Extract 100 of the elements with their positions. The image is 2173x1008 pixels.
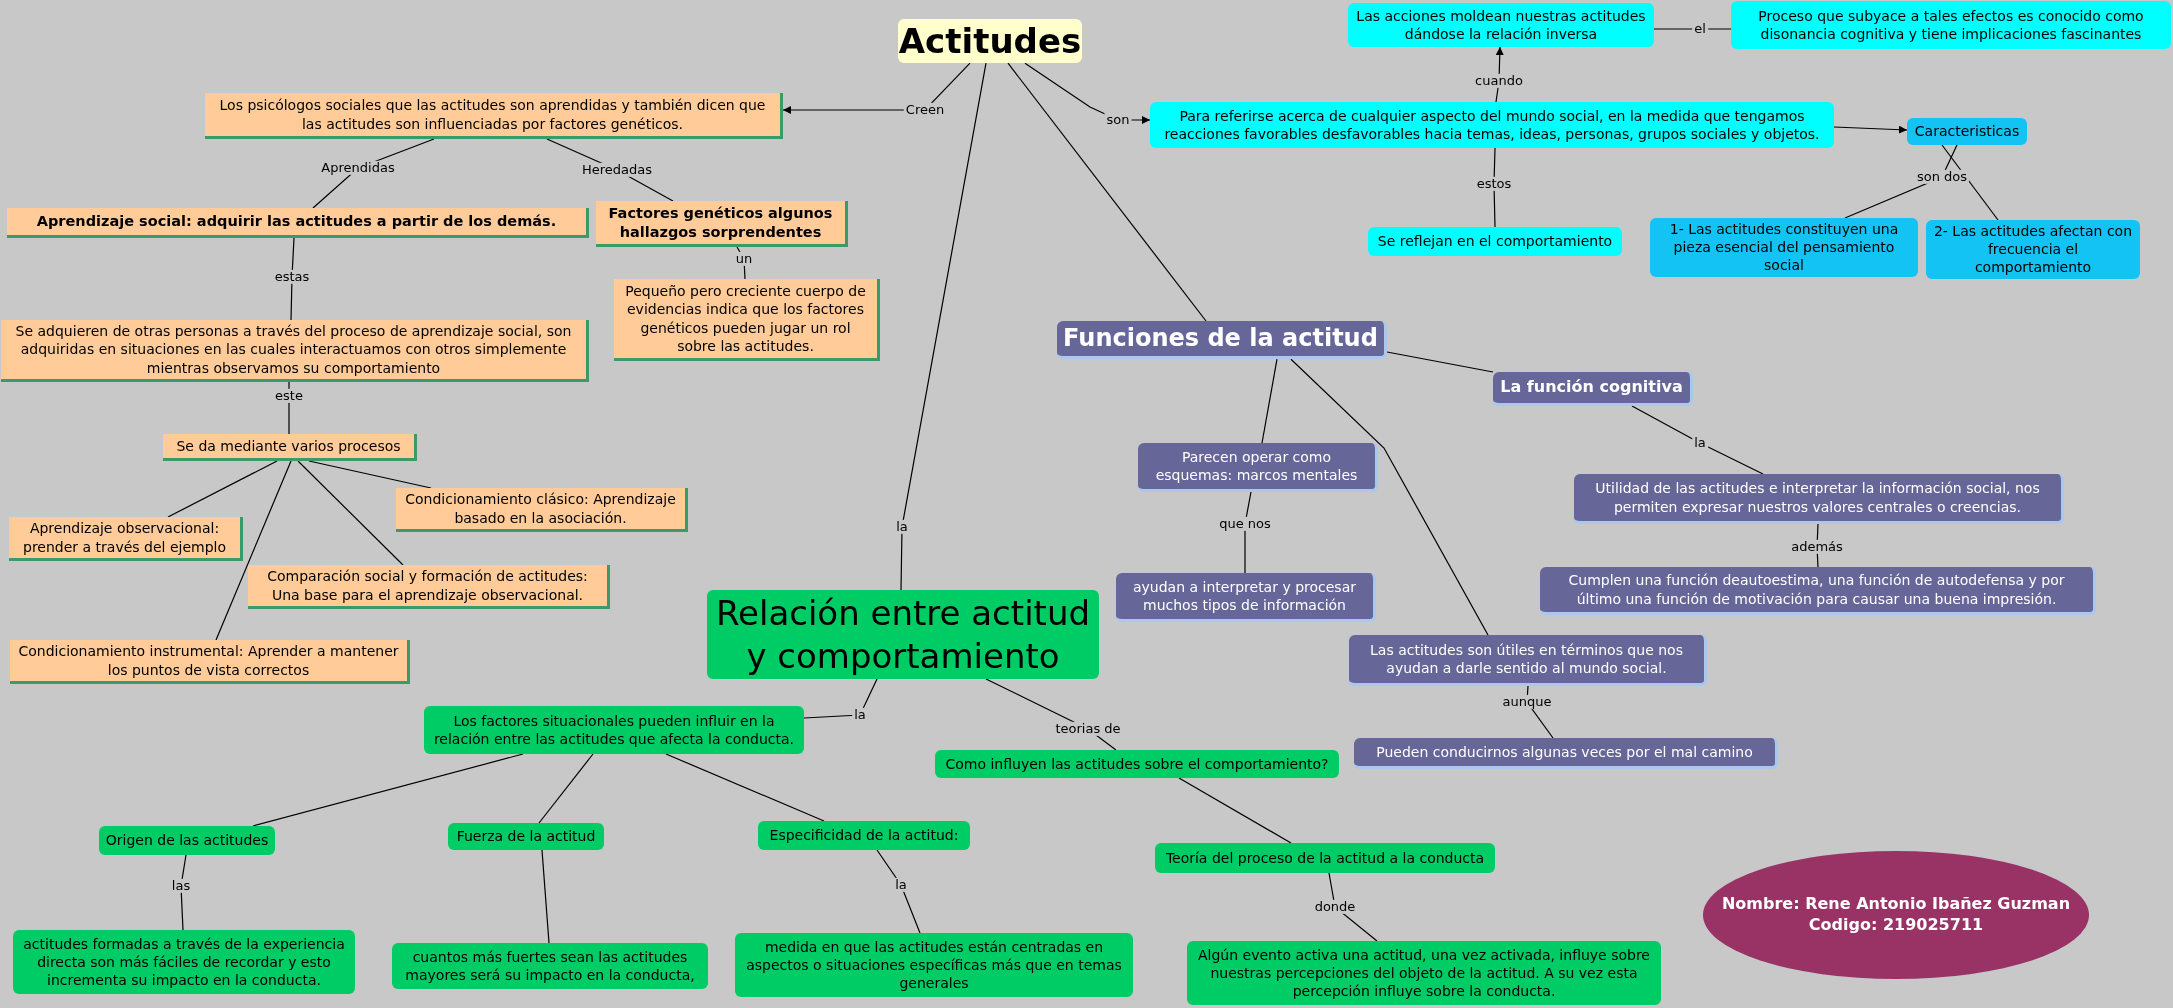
connector-line bbox=[803, 678, 878, 719]
concept-text: Nombre: Rene Antonio Ibañez Guzman bbox=[1721, 894, 2071, 915]
concept-box bbox=[248, 565, 610, 609]
concept-text: Caracteristicas bbox=[1914, 122, 2020, 141]
concept-text: Para referirse acerca de cualquier aspecto del mundo social, en la medida que tengamos reacciones favorables desfavorables hacia temas, ideas, personas, grupos sociales y objetos. bbox=[1163, 106, 1821, 144]
edge-label: aunque bbox=[1500, 694, 1554, 710]
concept-box bbox=[1349, 635, 1707, 686]
edge-label: estas bbox=[272, 269, 312, 285]
connector-line bbox=[1941, 144, 1999, 221]
concept-box bbox=[13, 930, 355, 994]
concept-text: Como influyen las actitudes sobre el comportamiento? bbox=[945, 754, 1329, 774]
concept-text: medida en que las actitudes están centradas en aspectos o situaciones específicas más que en temas generales bbox=[745, 937, 1123, 993]
concept-box bbox=[1907, 118, 2027, 145]
connector-line bbox=[736, 246, 746, 280]
concept-box bbox=[448, 823, 604, 850]
edge-label: un bbox=[733, 251, 755, 267]
concept-box bbox=[392, 943, 708, 989]
concept-text: Teoría del proceso de la actitud a la conducta bbox=[1165, 848, 1485, 868]
concept-box bbox=[1187, 941, 1661, 1005]
connector-line bbox=[1290, 358, 1489, 636]
edge-label: estos bbox=[1474, 176, 1514, 192]
concept-text: Condicionamiento instrumental: Aprender a mantener los puntos de vista correctos bbox=[17, 642, 400, 679]
concept-text: Se adquieren de otras personas a través del proceso de aprendizaje social, son adquiridas en situaciones en las cuales interactuamos con otros simplemente mientras observamos su comportamiento bbox=[14, 322, 573, 377]
concept-box bbox=[935, 750, 1339, 778]
edge-label: Aprendidas bbox=[319, 160, 397, 176]
concept-text: Origen de las actitudes bbox=[105, 831, 269, 850]
concept-box bbox=[1155, 843, 1495, 873]
edge-label: cuando bbox=[1473, 73, 1525, 89]
concept-box bbox=[424, 706, 804, 754]
connector-line bbox=[665, 753, 825, 822]
concept-text: Comparación social y formación de actitudes: Una base para el aprendizaje observacional. bbox=[266, 567, 589, 604]
concept-box bbox=[1650, 218, 1918, 277]
connector-line bbox=[876, 849, 921, 934]
concept-text: Parecen operar como esquemas: marcos mentales bbox=[1154, 447, 1359, 485]
concept-box bbox=[758, 821, 970, 850]
concept-box bbox=[1731, 1, 2171, 49]
concept-text: Los psicólogos sociales que las actitudes son aprendidas y también dicen que las actitudes son influenciadas por factores genéticos. bbox=[218, 96, 767, 133]
concept-text: Especificidad de la actitud: bbox=[769, 826, 959, 845]
concept-text: Pueden conducirnos algunas veces por el mal camino bbox=[1376, 742, 1753, 762]
concept-box bbox=[1116, 573, 1376, 622]
concept-text: actitudes formadas a través de la experiencia directa son más fáciles de recordar y esto incrementa su impacto en la conducta. bbox=[22, 934, 346, 990]
edge-label: teorias de bbox=[1053, 721, 1123, 737]
edge-label: que nos bbox=[1217, 516, 1273, 532]
concept-box bbox=[1348, 3, 1654, 47]
concept-text: Las actitudes son útiles en términos que nos ayudan a darle sentido al mundo social. bbox=[1369, 640, 1684, 678]
concept-box bbox=[1, 320, 589, 382]
concept-text: Factores genéticos algunos hallazgos sorprendentes bbox=[607, 203, 834, 242]
connector-line bbox=[167, 460, 278, 518]
concept-box bbox=[614, 279, 880, 361]
connector-line bbox=[1244, 491, 1252, 574]
connector-line bbox=[1386, 351, 1494, 373]
edge-label: son dos bbox=[1914, 169, 1970, 185]
connector-line bbox=[1007, 62, 1207, 322]
concept-text: 1- Las actitudes constituyen una pieza esencial del pensamiento social bbox=[1668, 220, 1900, 275]
concept-text: Condicionamiento clásico: Aprendizaje basado en la asociación. bbox=[404, 490, 677, 527]
concept-box bbox=[7, 208, 589, 238]
concept-text: Fuerza de la actitud bbox=[456, 827, 596, 846]
concept-text: Funciones de la actitud bbox=[1063, 323, 1378, 354]
connector-line bbox=[308, 460, 432, 489]
concept-box bbox=[1368, 227, 1622, 256]
arrow bbox=[1833, 125, 1908, 134]
concept-text: cuantos más fuertes sean las actitudes mayores será su impacto en la conducta, bbox=[404, 947, 696, 985]
concept-text: Relación entre actitud y comportamiento bbox=[714, 592, 1092, 677]
edge-label: la bbox=[894, 519, 910, 535]
concept-text: Utilidad de las actitudes e interpretar la información social, nos permiten expresar nuestros valores centrales o creencias. bbox=[1594, 479, 2041, 516]
concept-text: Se reflejan en el comportamiento bbox=[1377, 232, 1613, 251]
concept-box bbox=[1138, 443, 1378, 492]
concept-box bbox=[9, 517, 243, 561]
concept-box bbox=[205, 93, 783, 139]
connector-line bbox=[900, 62, 987, 591]
concept-box bbox=[1150, 102, 1834, 148]
connector-line bbox=[1631, 405, 1764, 475]
concept-text: Aprendizaje social: adquirir las actitudes a partir de los demás. bbox=[36, 212, 557, 231]
concept-box bbox=[10, 640, 410, 684]
connector-line bbox=[541, 849, 550, 944]
concept-text: Pequeño pero creciente cuerpo de evidencias indica que los factores genéticos pueden jugar un rol sobre las actitudes. bbox=[624, 282, 867, 355]
connector-line bbox=[252, 753, 524, 827]
concept-text: Proceso que subyace a tales efectos es conocido como disonancia cognitiva y tiene implicaciones fascinantes bbox=[1757, 6, 2145, 44]
connector-line bbox=[215, 460, 292, 641]
concept-box bbox=[1057, 321, 1387, 360]
concept-text: Actitudes bbox=[898, 20, 1082, 63]
edge-label: este bbox=[273, 388, 305, 404]
edge-label: la bbox=[1692, 435, 1708, 451]
concept-text: Aprendizaje observacional: prender a través del ejemplo bbox=[22, 519, 227, 556]
edge-label: la bbox=[893, 877, 909, 893]
concept-text: Los factores situacionales pueden influir en la relación entre las actitudes que afecta la conducta. bbox=[432, 711, 796, 749]
connector-line bbox=[1261, 358, 1278, 444]
concept-box bbox=[1540, 567, 2096, 615]
concept-box bbox=[735, 933, 1133, 997]
concept-text: Codigo: 219025711 bbox=[1808, 915, 1984, 936]
edge-label: Heredadas bbox=[580, 162, 654, 178]
concept-box bbox=[1574, 474, 2064, 524]
concept-box bbox=[99, 826, 275, 855]
concept-box bbox=[1354, 738, 1778, 769]
concept-box bbox=[1493, 372, 1693, 406]
concept-box bbox=[396, 488, 688, 532]
concept-text: Cumplen una función deautoestima, una función de autodefensa y por último una función de motivación para causar una buena impresión. bbox=[1567, 571, 2066, 608]
edge-label: además bbox=[1789, 539, 1845, 555]
concept-text: Se da mediante varios procesos bbox=[176, 436, 401, 456]
concept-box bbox=[163, 434, 417, 461]
